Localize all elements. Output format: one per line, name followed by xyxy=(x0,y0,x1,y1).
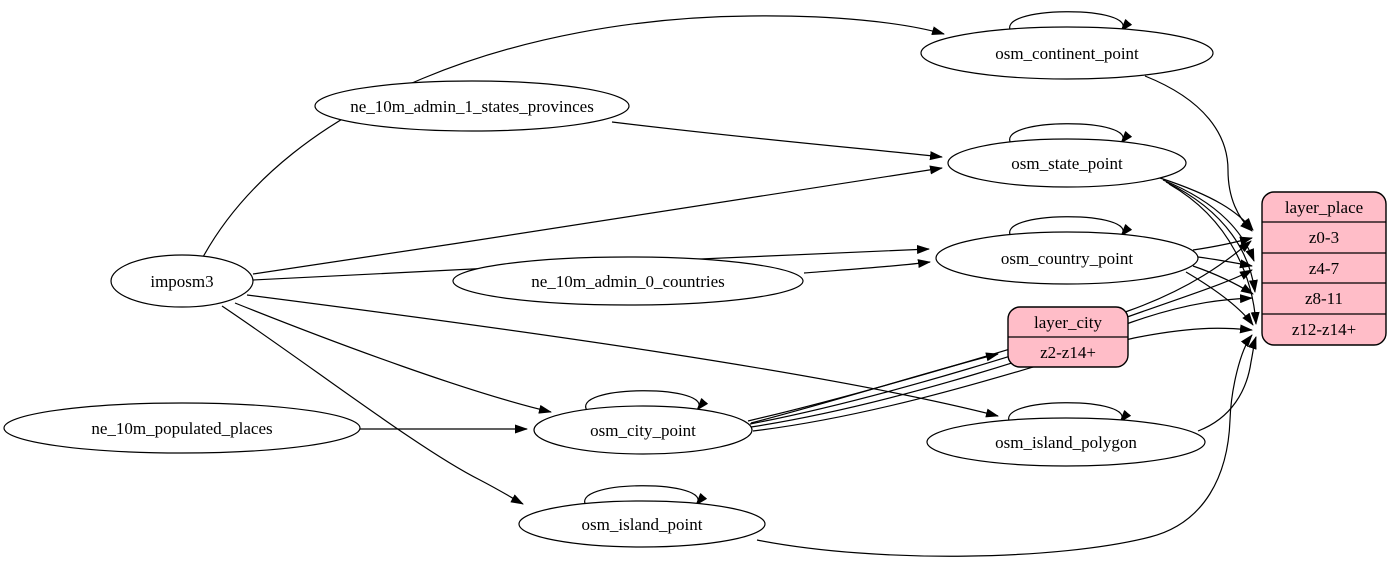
self-loop-osm-island-point xyxy=(584,485,708,508)
node-osm-island-polygon-label: osm_island_polygon xyxy=(995,433,1137,452)
record-layer-place-title: layer_place xyxy=(1285,198,1363,217)
node-osm-island-polygon: osm_island_polygon xyxy=(926,417,1206,467)
node-ne-10m-admin-0-countries: ne_10m_admin_0_countries xyxy=(452,256,804,306)
record-layer-city: layer_city z2-z14+ xyxy=(1007,306,1129,368)
edge-imposm3-continent xyxy=(202,15,945,258)
node-osm-island-polygon-shape xyxy=(926,417,1206,467)
node-osm-state-point: osm_state_point xyxy=(947,138,1187,188)
node-osm-island-point: osm_island_point xyxy=(518,500,766,548)
record-layer-place: layer_place z0-3 z4-7 z8-11 z12-z14+ xyxy=(1261,191,1387,346)
node-osm-state-point-label: osm_state_point xyxy=(1011,154,1123,173)
node-ne-10m-populated-places-label: ne_10m_populated_places xyxy=(91,419,272,438)
edge-island-polygon-z12-z14 xyxy=(1197,336,1257,432)
node-osm-continent-point-shape xyxy=(920,26,1214,80)
node-osm-continent-point: osm_continent_point xyxy=(920,26,1214,80)
node-ne-10m-admin-1-states-provinces: ne_10m_admin_1_states_provinces xyxy=(314,80,630,132)
node-ne-10m-admin-0-label: ne_10m_admin_0_countries xyxy=(531,272,725,291)
record-layer-city-field-z2-z14: z2-z14+ xyxy=(1040,343,1096,362)
node-imposm3-shape xyxy=(110,254,254,308)
edge-island-point-z12-z14 xyxy=(756,334,1253,557)
node-osm-country-point-label: osm_country_point xyxy=(1001,249,1133,268)
edge-country-z12-z14 xyxy=(1185,271,1254,326)
edge-imposm3-island-point xyxy=(221,305,524,505)
edge-imposm3-state xyxy=(252,165,943,275)
node-imposm3: imposm3 xyxy=(110,254,254,308)
node-osm-island-point-shape xyxy=(518,500,766,548)
self-loops xyxy=(584,11,1133,508)
edge-country-z4-7 xyxy=(1197,256,1253,269)
self-loop-osm-state-point xyxy=(1009,123,1133,146)
edge-city-z4-7 xyxy=(749,269,1253,425)
self-loop-osm-country-point xyxy=(1009,216,1133,239)
node-osm-city-point-label: osm_city_point xyxy=(590,421,696,440)
edge-country-z0-3 xyxy=(1192,236,1253,251)
node-osm-state-point-shape xyxy=(947,138,1187,188)
node-osm-country-point-shape xyxy=(935,231,1199,285)
node-osm-city-point-shape xyxy=(533,405,753,455)
nodes: imposm3 ne_10m_admin_1_states_provinces … xyxy=(3,26,1214,548)
node-ne-10m-populated-places-shape xyxy=(3,402,361,454)
edge-ne-admin1-state xyxy=(611,121,943,161)
node-osm-island-point-label: osm_island_point xyxy=(582,515,703,534)
edge-state-z12-z14 xyxy=(1168,183,1260,325)
edges xyxy=(202,15,1260,557)
record-layer-place-field-z8-11: z8-11 xyxy=(1305,289,1343,308)
record-layer-place-field-z0-3: z0-3 xyxy=(1309,228,1339,247)
record-layer-place-field-z4-7: z4-7 xyxy=(1309,259,1340,278)
self-loop-osm-city-point xyxy=(585,390,709,413)
node-osm-continent-point-label: osm_continent_point xyxy=(995,44,1139,63)
self-loop-osm-island-polygon xyxy=(1008,402,1132,425)
edge-state-z0-3 xyxy=(1159,177,1254,231)
self-loop-osm-continent-point xyxy=(1009,11,1133,34)
node-imposm3-label: imposm3 xyxy=(150,272,213,291)
record-layer-place-field-z12-z14: z12-z14+ xyxy=(1292,320,1356,339)
node-osm-city-point: osm_city_point xyxy=(533,405,753,455)
node-ne-10m-admin-1-label: ne_10m_admin_1_states_provinces xyxy=(350,97,594,116)
edge-imposm3-city xyxy=(234,302,552,414)
edge-continent-z0-3 xyxy=(1144,75,1253,232)
node-osm-country-point: osm_country_point xyxy=(935,231,1199,285)
edge-ne-admin0-country xyxy=(803,259,931,274)
record-layer-city-title: layer_city xyxy=(1034,313,1102,332)
node-ne-10m-admin-0-shape xyxy=(452,256,804,306)
node-ne-10m-admin-1-shape xyxy=(314,80,630,132)
edge-imposm3-island-polygon xyxy=(246,294,999,418)
record-layer-place-box xyxy=(1261,191,1387,346)
node-ne-10m-populated-places: ne_10m_populated_places xyxy=(3,402,361,454)
